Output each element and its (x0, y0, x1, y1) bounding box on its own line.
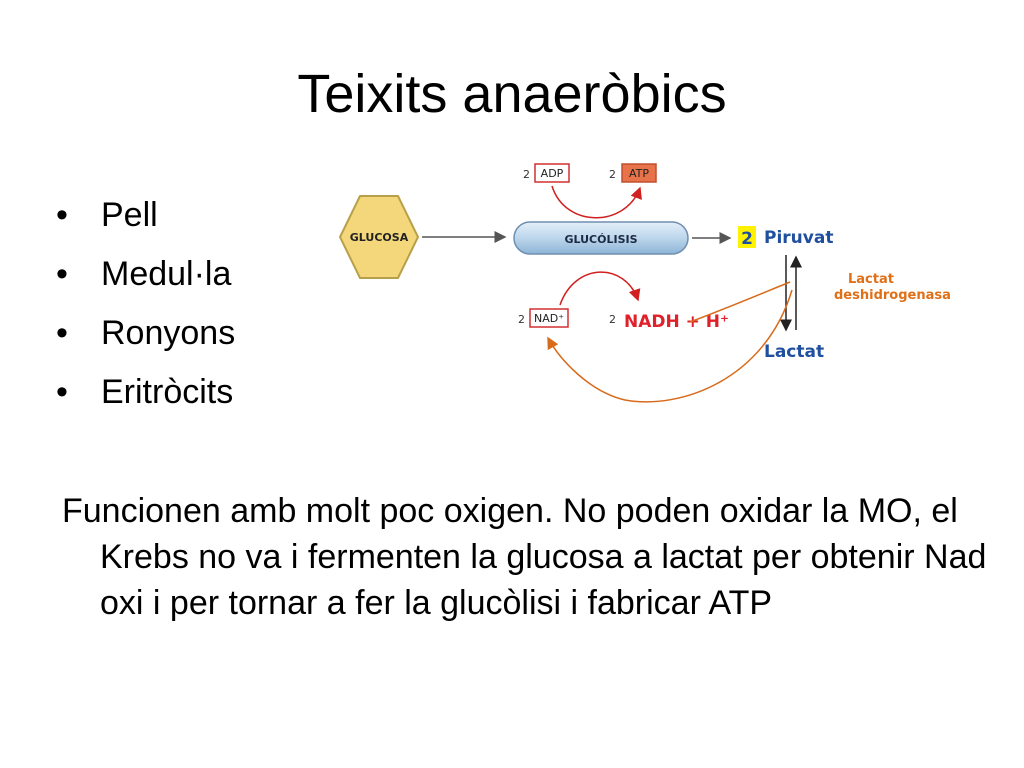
piruvat-label: Piruvat (764, 228, 833, 248)
arrow-nad-to-nadh (559, 271, 641, 306)
piruvat-count: 2 (741, 229, 753, 249)
slide-title: Teixits anaeròbics (297, 64, 727, 124)
atp-label: ATP (629, 167, 649, 180)
adp-label: ADP (541, 167, 564, 180)
bullet-marker: • (56, 373, 68, 411)
atp-count: 2 (609, 168, 616, 181)
piruvat-count-box (738, 226, 756, 248)
bullet-marker: • (56, 255, 68, 293)
nadh-to-enzyme-curve (689, 281, 791, 323)
adp-box (534, 163, 570, 183)
atp-box (621, 163, 657, 183)
list-item: • Eritròcits (56, 363, 235, 422)
glycolysis-bar: GLUCÓLISIS (513, 221, 689, 255)
glucosa-hexagon: GLUCOSA (338, 195, 420, 279)
explanation-paragraph: Funcionen amb molt poc oxigen. No poden … (62, 492, 987, 622)
list-item-label: Pell (101, 196, 158, 234)
bullet-marker: • (56, 196, 68, 234)
arrow-adp-to-atp (551, 185, 642, 219)
enzyme-to-nad-curve (547, 289, 793, 403)
glycolysis-label: GLUCÓLISIS (564, 233, 637, 246)
list-item-label: Eritròcits (101, 373, 234, 411)
list-item-label: Ronyons (101, 314, 236, 352)
nad-label: NAD⁺ (534, 312, 564, 325)
tissue-list: • Pell • Medul·la • Ronyons • Eritròcits (56, 186, 235, 422)
list-item-label: Medul·la (101, 255, 232, 293)
glucosa-label: GLUCOSA (350, 231, 409, 244)
nad-count: 2 (518, 313, 525, 326)
nadh-count: 2 (609, 313, 616, 326)
list-item: • Medul·la (56, 245, 235, 304)
nad-box (529, 308, 569, 328)
lactat-label: Lactat (764, 342, 824, 362)
nadh-label: NADH + H⁺ (624, 312, 729, 332)
list-item: • Ronyons (56, 304, 235, 363)
enzyme-label-line2: deshidrogenasa (834, 288, 951, 303)
list-item: • Pell (56, 186, 235, 245)
enzyme-label-line1: Lactat (848, 272, 894, 287)
bullet-marker: • (56, 314, 68, 352)
adp-count: 2 (523, 168, 530, 181)
